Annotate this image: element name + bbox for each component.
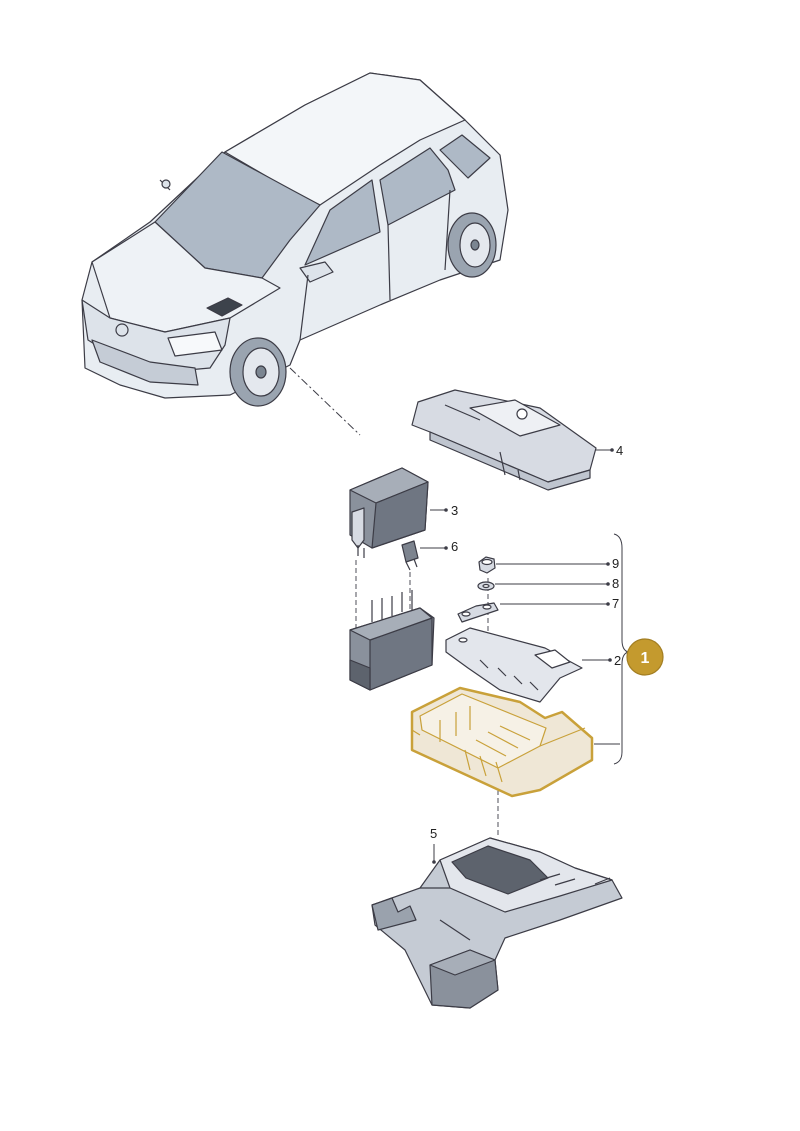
callout-1: 1	[641, 650, 650, 667]
part-9-nut	[478, 556, 496, 574]
relay-carrier	[349, 590, 435, 691]
part-1-badge: 1	[626, 638, 664, 676]
car-illustration	[81, 72, 509, 407]
part-5-lower-housing	[371, 837, 623, 1009]
callout-3: 3	[451, 503, 458, 518]
part-7-terminal	[457, 602, 499, 623]
group-bracket	[594, 533, 630, 765]
callout-5: 5	[430, 826, 437, 841]
callout-7: 7	[612, 596, 619, 611]
callout-2: 2	[614, 653, 621, 668]
callout-6: 6	[451, 539, 458, 554]
part-4-cover	[411, 389, 597, 491]
part-1-fuse-holder	[410, 686, 594, 798]
part-3-relay	[349, 467, 429, 558]
callout-4: 4	[616, 443, 623, 458]
callout-9: 9	[612, 556, 619, 571]
part-8-washer	[477, 581, 495, 591]
part-2-busbar	[445, 627, 583, 703]
location-leader-line	[289, 367, 361, 436]
part-6-fuse	[401, 540, 419, 571]
callout-8: 8	[612, 576, 619, 591]
